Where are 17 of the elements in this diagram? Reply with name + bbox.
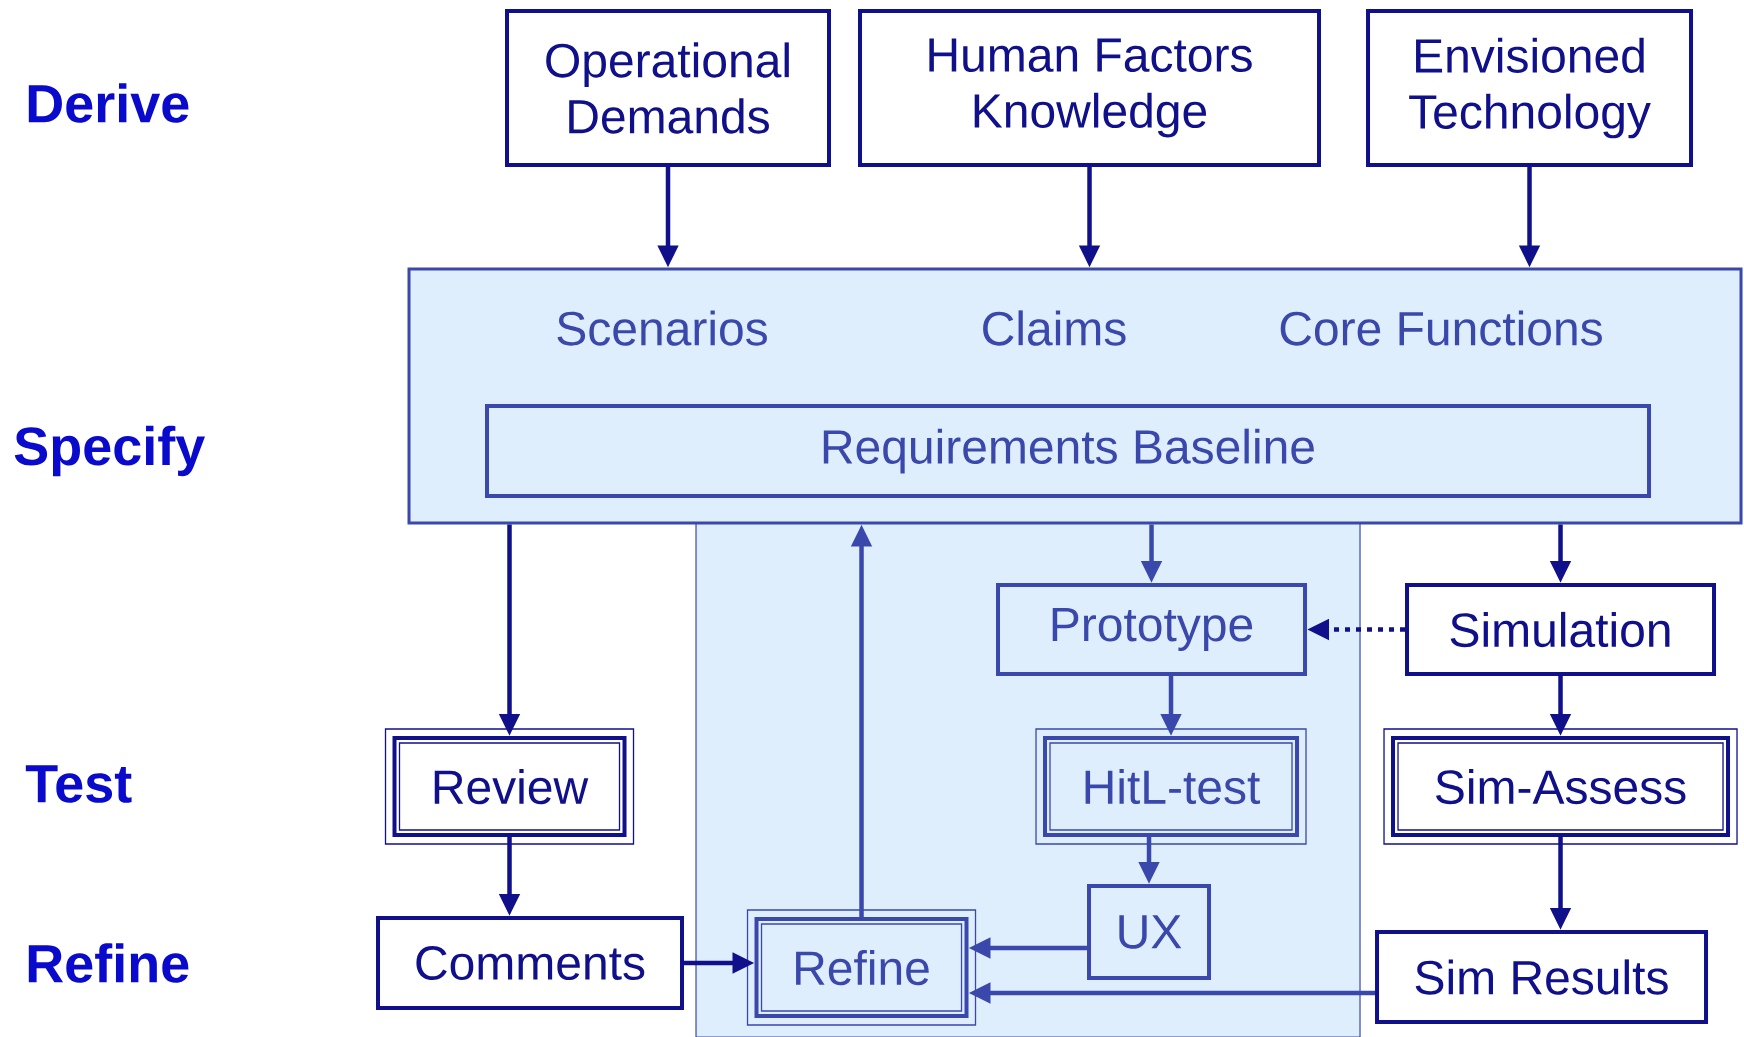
process-box: Human Factors Knowledge <box>858 9 1321 167</box>
process-box: Envisioned Technology <box>1366 9 1693 167</box>
process-box: Sim-Assess <box>1383 728 1738 845</box>
process-box: Sim Results <box>1375 930 1708 1024</box>
process-box: Simulation <box>1405 583 1716 676</box>
stage-label: Derive <box>28 83 189 123</box>
process-box: Prototype <box>996 583 1307 676</box>
stage-label: Refine <box>28 943 189 983</box>
process-box: Refine <box>746 909 977 1026</box>
stage-label: Specify <box>14 425 205 477</box>
process-box: Review <box>384 728 635 845</box>
process-box: Operational Demands <box>505 9 831 167</box>
process-box: HitL-test <box>1035 728 1307 845</box>
process-box: UX <box>1087 884 1211 980</box>
stage-label: Test <box>25 765 132 803</box>
process-box: Comments <box>376 916 684 1010</box>
process-box: Requirements Baseline <box>485 404 1651 498</box>
